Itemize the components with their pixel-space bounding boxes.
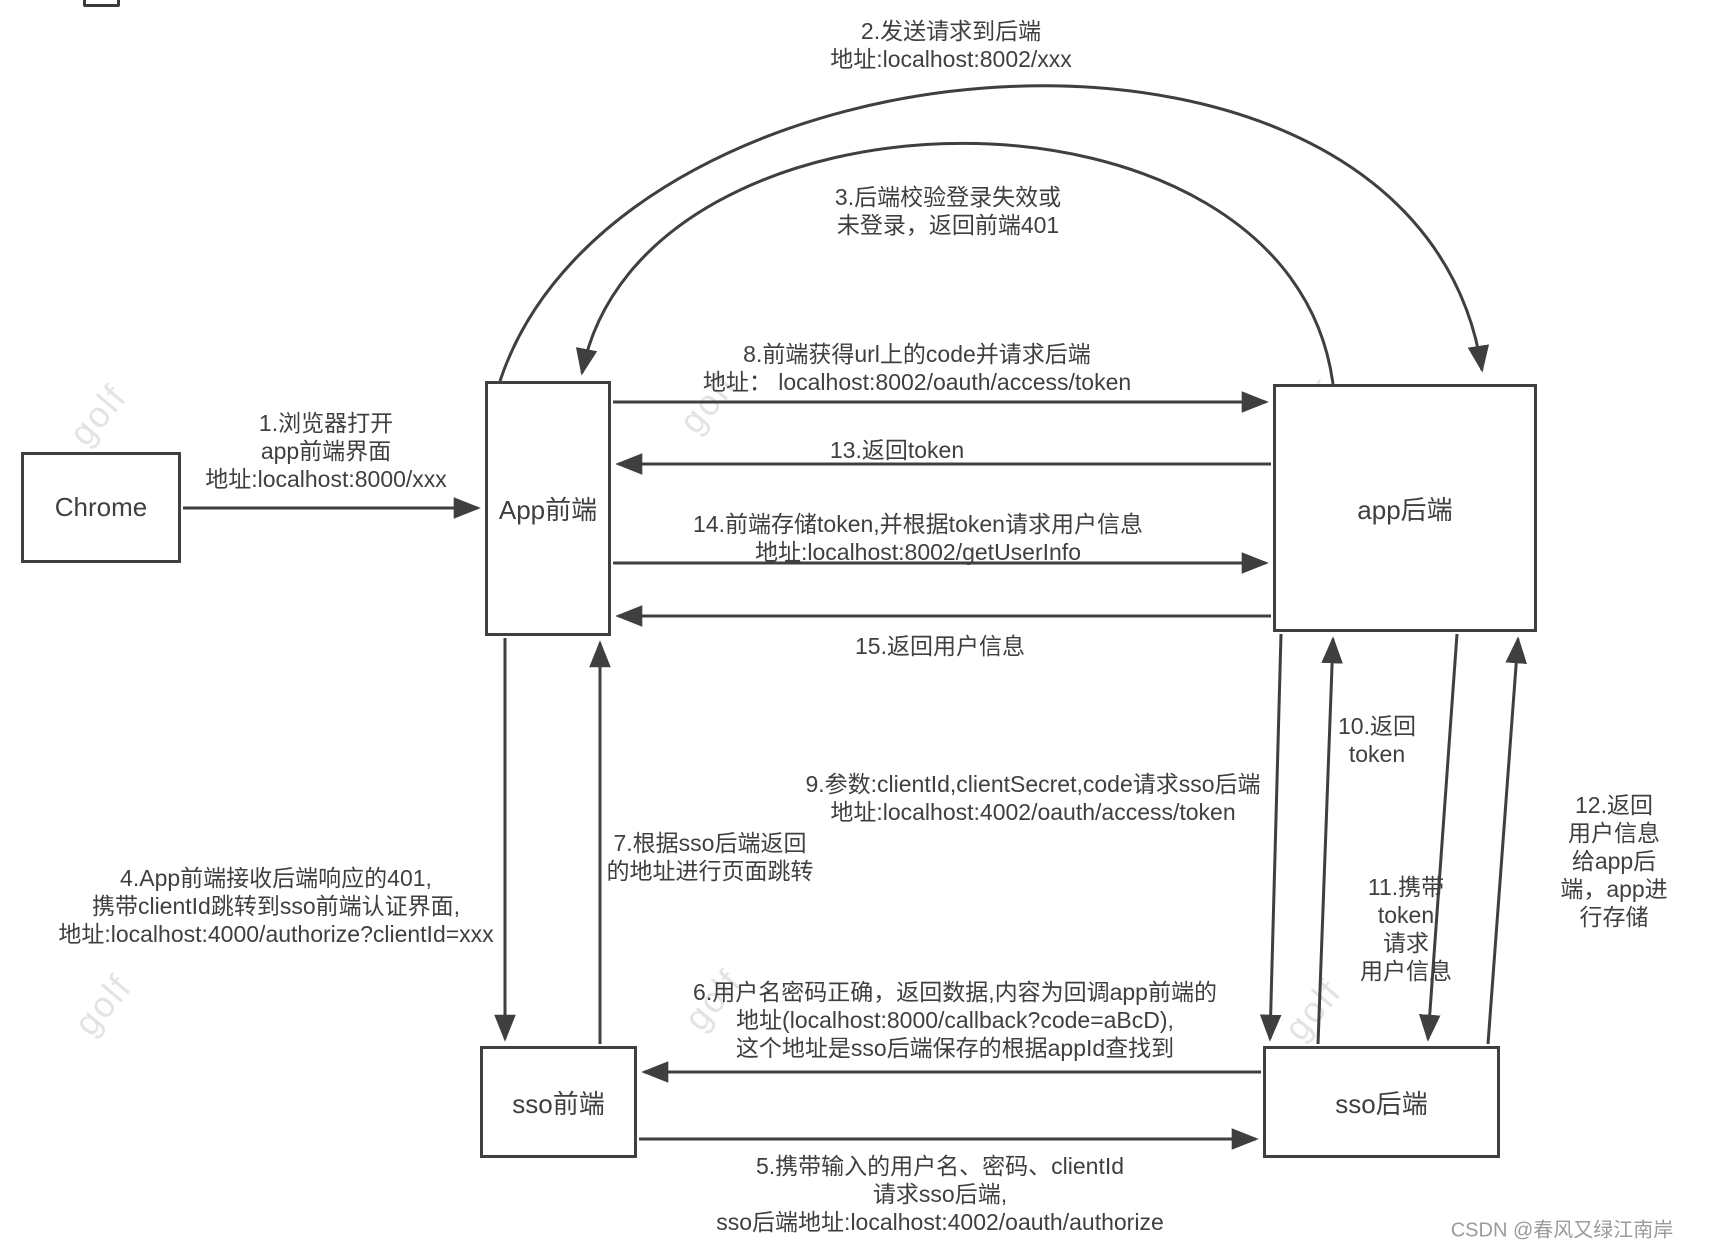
label-step7: 7.根据sso后端返回 的地址进行页面跳转 xyxy=(606,829,814,884)
node-sso-frontend: sso前端 xyxy=(480,1046,637,1158)
arrow-step3-appbackend-to-appfrontend-arc xyxy=(576,141,1335,385)
node-app-frontend-label: App前端 xyxy=(498,495,598,525)
node-app-backend-label: app后端 xyxy=(1357,494,1453,525)
label-step13: 13.返回token xyxy=(829,436,965,463)
label-step2: 2.发送请求到后端 地址:localhost:8002/xxx xyxy=(830,17,1072,72)
node-app-frontend: App前端 xyxy=(485,381,611,636)
arrow-step9-appbackend-to-ssobackend xyxy=(1259,633,1283,1042)
cropped-rect-icon xyxy=(83,0,120,7)
node-sso-frontend-label: sso前端 xyxy=(512,1088,605,1119)
label-step5: 5.携带输入的用户名、密码、clientId 请求sso后端, sso后端地址:… xyxy=(716,1152,1164,1236)
arrow-step11-appbackend-to-ssobackend xyxy=(1418,633,1459,1042)
label-step8: 8.前端获得url上的code并请求后端 地址： localhost:8002/… xyxy=(702,340,1132,395)
node-sso-backend-label: sso后端 xyxy=(1335,1088,1428,1119)
arrow-step10-ssobackend-to-appbackend xyxy=(1316,636,1343,1045)
label-step11: 11.携带 token 请求 用户信息 xyxy=(1360,873,1452,985)
label-step4: 4.App前端接收后端响应的401, 携带clientId跳转到sso前端认证界… xyxy=(58,864,494,948)
node-sso-backend: sso后端 xyxy=(1263,1046,1500,1158)
label-step12: 12.返回 用户信息给app后 端，app进行存储 xyxy=(1560,791,1668,931)
node-chrome-label: Chrome xyxy=(54,492,148,522)
arrow-step2-appfrontend-to-appbackend-arc xyxy=(498,84,1489,382)
label-step15: 15.返回用户信息 xyxy=(855,632,1025,659)
label-step9: 9.参数:clientId,clientSecret,code请求sso后端 地… xyxy=(805,770,1261,825)
arrow-step12-ssobackend-to-appbackend xyxy=(1486,636,1527,1045)
label-step6: 6.用户名密码正确，返回数据,内容为回调app前端的 地址(localhost:… xyxy=(693,978,1217,1062)
node-app-backend: app后端 xyxy=(1273,384,1537,632)
label-step14: 14.前端存储token,并根据token请求用户信息 地址:localhost… xyxy=(693,510,1143,565)
csdn-credit: CSDN @春风又绿江南岸 xyxy=(1450,1219,1674,1242)
node-chrome: Chrome xyxy=(21,452,181,563)
label-step3: 3.后端校验登录失效或 未登录，返回前端401 xyxy=(834,183,1062,238)
label-step1: 1.浏览器打开 app前端界面 地址:localhost:8000/xxx xyxy=(205,409,447,493)
label-step10: 10.返回 token xyxy=(1338,712,1416,767)
